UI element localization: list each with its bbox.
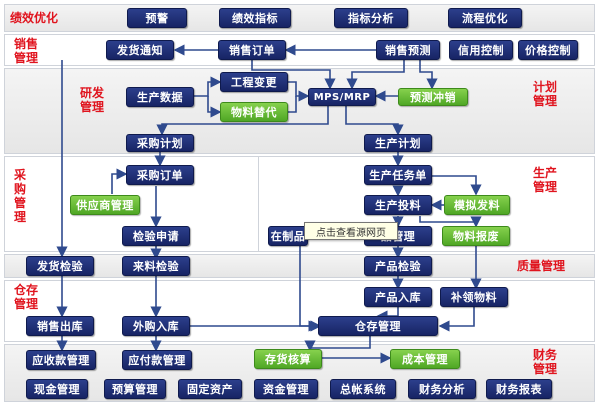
section-perf: 绩效优化	[10, 11, 59, 25]
wire-instock-to-warehouse	[376, 307, 399, 322]
wire-supplier-to-order	[111, 168, 128, 194]
section-finance: 财务 管理	[533, 348, 558, 376]
node-fin-analysis[interactable]: 财务分析	[408, 379, 476, 399]
node-ship-notice[interactable]: 发货通知	[106, 40, 174, 60]
node-prod-task[interactable]: 生产任务单	[364, 165, 432, 185]
node-product-inspect[interactable]: 产品检验	[364, 256, 432, 276]
wire-wh-to-inv	[304, 336, 371, 352]
node-fin-report[interactable]: 财务报表	[486, 379, 552, 399]
node-credit-control[interactable]: 信用控制	[449, 40, 513, 60]
node-kpi[interactable]: 绩效指标	[219, 8, 291, 28]
wire-mps-to-purchase-plan	[156, 106, 329, 136]
node-inspect-request[interactable]: 检验申请	[122, 226, 190, 246]
wire-replenish-to-warehouse	[438, 307, 475, 332]
node-sim-issue[interactable]: 模拟发料	[444, 195, 510, 215]
node-inv-account[interactable]: 存货核算	[254, 349, 322, 369]
node-ship-inspect[interactable]: 发货检验	[26, 256, 94, 276]
wire-data-to-change	[194, 76, 222, 97]
node-consolidation[interactable]: 总帐系统	[330, 379, 396, 399]
section-production: 生产 管理	[533, 166, 558, 194]
node-prod-data[interactable]: 生产数据	[126, 87, 194, 107]
node-purchase-order[interactable]: 采购订单	[126, 165, 194, 185]
node-supplier-mgmt[interactable]: 供应商管理	[70, 195, 140, 215]
node-forecast-offset[interactable]: 预测冲销	[398, 88, 468, 106]
section-quality: 质量管理	[517, 259, 566, 273]
node-alert[interactable]: 预警	[127, 8, 187, 28]
wire-forecast-to-offset	[419, 60, 438, 90]
node-ap-mgmt[interactable]: 应付款管理	[122, 350, 192, 370]
wire-mps-to-prod-plan	[345, 106, 404, 136]
node-prod-plan[interactable]: 生产计划	[364, 134, 432, 152]
wire-feed-to-scrap	[419, 216, 482, 228]
node-flow-opt[interactable]: 流程优化	[448, 8, 522, 28]
section-warehouse: 仓存 管理	[14, 283, 39, 311]
node-fixed-assets[interactable]: 固定资产	[178, 379, 242, 399]
source-tooltip[interactable]: 点击查看源网页	[304, 222, 398, 240]
node-replenish[interactable]: 补领物料	[440, 287, 508, 307]
node-ar-mgmt[interactable]: 应收款管理	[26, 350, 96, 370]
node-cash-mgmt[interactable]: 现金管理	[26, 379, 88, 399]
node-material-sub[interactable]: 物料替代	[220, 102, 288, 122]
node-material-scrap[interactable]: 物料报废	[442, 226, 510, 246]
purchase-divider	[258, 157, 259, 251]
node-sales-order[interactable]: 销售订单	[218, 40, 286, 60]
node-kpi-analysis[interactable]: 指标分析	[334, 8, 408, 28]
section-purchase: 采 购 管 理	[14, 168, 27, 224]
section-plan: 计划 管理	[533, 80, 558, 108]
wire-task-to-sim	[432, 175, 482, 196]
section-sales: 销售 管理	[14, 37, 39, 65]
node-product-instock[interactable]: 产品入库	[364, 287, 432, 307]
node-price-control[interactable]: 价格控制	[518, 40, 578, 60]
wire-forecast-to-mps	[346, 60, 405, 90]
section-rd: 研发 管理	[80, 86, 105, 114]
node-wip[interactable]: 在制品	[268, 226, 308, 246]
node-cost-mgmt[interactable]: 成本管理	[390, 349, 460, 369]
node-mps-mrp[interactable]: MPS/MRP	[308, 88, 376, 106]
node-sales-forecast[interactable]: 销售预测	[376, 40, 440, 60]
node-sales-outstock[interactable]: 销售出库	[26, 316, 94, 336]
node-incoming-inspect[interactable]: 来料检验	[122, 256, 190, 276]
node-budget-mgmt[interactable]: 预算管理	[104, 379, 166, 399]
wire-data-to-sub	[207, 96, 222, 118]
node-warehouse-mgmt[interactable]: 仓存管理	[318, 316, 438, 336]
node-fund-mgmt[interactable]: 资金管理	[254, 379, 318, 399]
node-purchase-plan[interactable]: 采购计划	[126, 134, 194, 152]
node-prod-feed[interactable]: 生产投料	[364, 195, 432, 215]
wire-wip-to-warehouse	[299, 236, 322, 332]
wire-change-to-mps	[288, 81, 310, 102]
node-purchase-instock[interactable]: 外购入库	[122, 316, 190, 336]
rd-plan-band	[4, 68, 595, 154]
node-eng-change[interactable]: 工程变更	[220, 72, 288, 92]
wire-sub-to-mps	[288, 96, 297, 113]
wire-order-to-mps	[251, 60, 336, 90]
